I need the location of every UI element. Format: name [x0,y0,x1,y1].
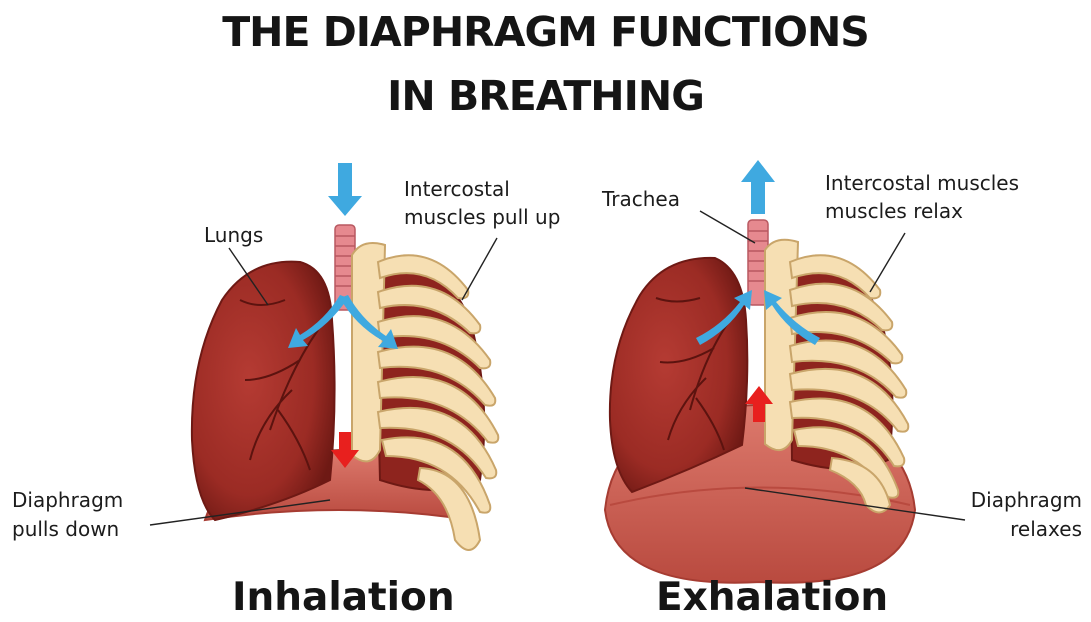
arrow-up-icon [741,160,775,214]
label-trachea: Trachea [602,186,680,213]
label-diaphragm-exhalation-line2: relaxes [962,516,1082,543]
label-diaphragm-inhalation-line1: Diaphragm [12,487,123,514]
left-lung-inhalation [192,262,335,520]
label-intercostal-exhalation-line1: Intercostal muscles [825,170,1019,197]
label-intercostal-exhalation-line2: muscles relax [825,198,963,225]
label-diaphragm-inhalation-line2: pulls down [12,516,119,543]
label-intercostal-inhalation-line2: muscles pull up [404,204,560,231]
label-diaphragm-exhalation-line1: Diaphragm [962,487,1082,514]
caption-inhalation: Inhalation [232,574,455,622]
arrow-down-icon [328,163,362,216]
caption-exhalation: Exhalation [656,574,888,622]
label-intercostal-inhalation-line1: Intercostal [404,176,510,203]
label-lungs: Lungs [204,222,263,249]
